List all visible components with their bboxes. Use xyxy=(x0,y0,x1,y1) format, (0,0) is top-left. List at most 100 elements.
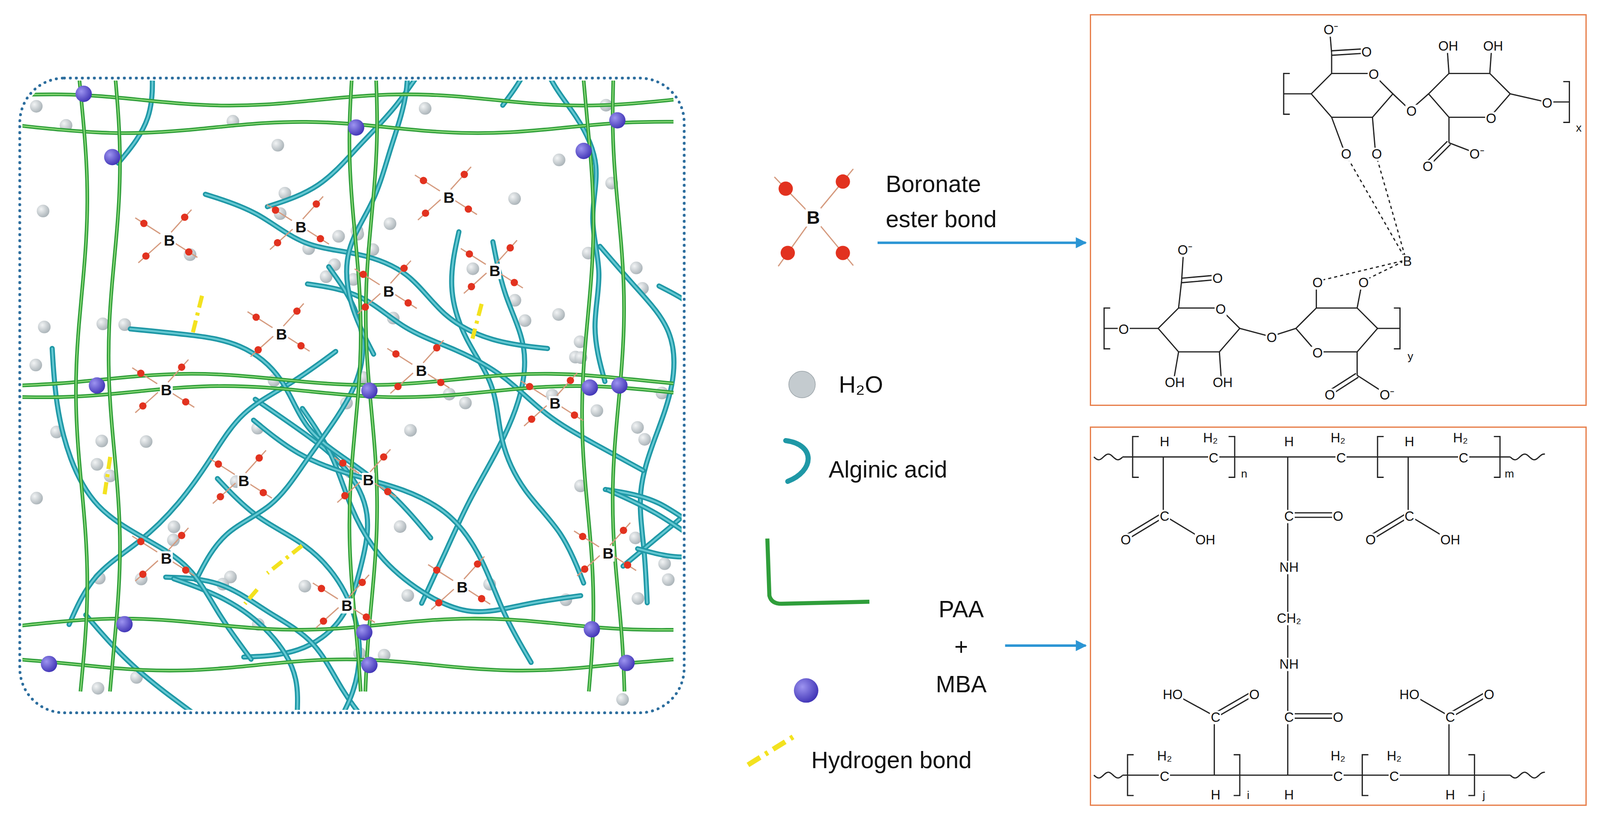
mba-crosslink xyxy=(575,142,592,160)
single-bond xyxy=(1407,457,1409,516)
alginate-strand xyxy=(173,578,361,710)
alginate-strand xyxy=(205,194,548,349)
atom-label: NH xyxy=(1278,658,1300,672)
hydrogen-bond xyxy=(267,545,303,574)
oxygen-dot xyxy=(835,245,850,260)
alginate-highlight xyxy=(196,266,363,580)
structure-box: HH₂CnHH₂CHH₂CmCCOCOOHOOHNHCH₂NHHOOHOOCCO… xyxy=(1089,426,1587,807)
paa-highlight xyxy=(22,373,674,386)
atom-label: OH xyxy=(1439,533,1462,547)
oxygen-dot xyxy=(255,454,263,462)
oxygen-dot xyxy=(319,617,328,625)
single-bond xyxy=(1283,93,1312,95)
boron-atom: B xyxy=(442,190,456,206)
oxygen-dot xyxy=(182,566,190,574)
atom-label: O xyxy=(1360,45,1373,60)
repeat-bracket xyxy=(1563,81,1570,123)
oxygen-dot xyxy=(316,234,325,243)
mba-sample xyxy=(793,678,819,703)
oxygen-dot xyxy=(297,342,305,350)
atom-label: O xyxy=(1332,710,1345,725)
repeat-bracket xyxy=(1493,436,1500,478)
atom-label: O xyxy=(1541,96,1554,111)
single-bond xyxy=(1287,457,1289,516)
oxygen-dot xyxy=(578,532,587,541)
atom-label: O xyxy=(1311,276,1324,290)
atom-label: O⁻ xyxy=(1378,388,1396,402)
boron-atom: B xyxy=(361,472,375,489)
oxygen-dot xyxy=(394,382,402,391)
oxygen-dot xyxy=(214,460,223,468)
water-molecule xyxy=(658,557,671,571)
atom-label: i xyxy=(1246,789,1251,801)
pyranose-ring xyxy=(1428,73,1510,118)
water-molecule xyxy=(96,317,110,331)
alginate-strands xyxy=(52,80,682,710)
water-molecule xyxy=(90,458,104,472)
oxygen-dot xyxy=(778,181,793,196)
boron-atom: B xyxy=(340,598,354,614)
oxygen-dot xyxy=(437,378,445,387)
legend-text: Boronate ester bond xyxy=(885,166,1014,237)
atom-label: O xyxy=(1357,276,1370,290)
single-bond xyxy=(1356,351,1358,376)
hydrogel-network-frame: BBBBBBBBBBBBBBB xyxy=(18,76,686,715)
paa-fiber xyxy=(22,386,674,398)
repeat-bracket xyxy=(1103,308,1110,349)
repeat-bracket xyxy=(1377,436,1384,478)
atom-label: C xyxy=(1208,451,1220,466)
oxygen-dot xyxy=(339,459,347,467)
atom-label: O xyxy=(1364,533,1377,547)
alginate-highlight xyxy=(622,222,682,567)
water-molecule xyxy=(38,320,52,334)
oxygen-dot xyxy=(140,219,148,228)
repeat-bracket xyxy=(1283,73,1290,115)
atom-label: n xyxy=(1240,468,1249,480)
atom-label: HO xyxy=(1398,688,1420,702)
single-bond xyxy=(1448,715,1450,776)
boron-atom: B xyxy=(275,327,289,343)
oxygen-dot xyxy=(392,350,400,358)
oxygen-dot xyxy=(177,363,186,371)
oxygen-dot xyxy=(435,599,443,607)
boron-atom: B xyxy=(159,383,173,399)
mba-crosslink xyxy=(581,379,599,396)
oxygen-dot xyxy=(566,376,575,385)
atom-label: C xyxy=(1283,710,1295,725)
atom-label: C xyxy=(1458,451,1470,466)
atom-label: C xyxy=(1332,769,1344,784)
oxygen-dot xyxy=(506,244,514,252)
oxygen-dot xyxy=(142,252,150,260)
water-molecule xyxy=(271,138,285,152)
oxygen-dot xyxy=(400,264,408,272)
structure-box: O⁻OOOOHOHOOxOO⁻OOBO⁻OOOOHOHOOOOyOO⁻ xyxy=(1089,14,1587,407)
atom-label: OH xyxy=(1194,533,1216,547)
single-bond xyxy=(1287,715,1289,776)
water-molecule xyxy=(552,308,566,322)
oxygen-dot xyxy=(467,282,476,291)
alginate-strand xyxy=(622,222,682,567)
oxygen-dot xyxy=(293,307,301,315)
paa-fibers xyxy=(22,80,674,692)
oxygen-dot xyxy=(404,299,412,307)
atom-label: H xyxy=(1158,435,1170,449)
atom-label: B xyxy=(1402,254,1413,268)
atom-label: x xyxy=(1575,122,1583,134)
boron-atom: B xyxy=(455,580,469,596)
boron-atom: B xyxy=(488,263,502,280)
water-molecule xyxy=(393,520,407,534)
atom-label: O xyxy=(1370,147,1383,162)
atom-label: H₂ xyxy=(1386,749,1403,764)
atom-label: O xyxy=(1311,346,1324,361)
oxygen-dot xyxy=(433,566,441,574)
chain-continuation xyxy=(1093,772,1123,779)
atom-label: O xyxy=(1214,302,1227,316)
double-bond xyxy=(1287,717,1337,719)
oxygen-dot xyxy=(271,206,280,214)
double-bond xyxy=(1287,713,1337,715)
chain-continuation xyxy=(1093,454,1123,460)
water-molecule xyxy=(418,102,432,115)
mba-crosslink xyxy=(104,148,121,166)
oxygen-dot xyxy=(139,570,147,578)
